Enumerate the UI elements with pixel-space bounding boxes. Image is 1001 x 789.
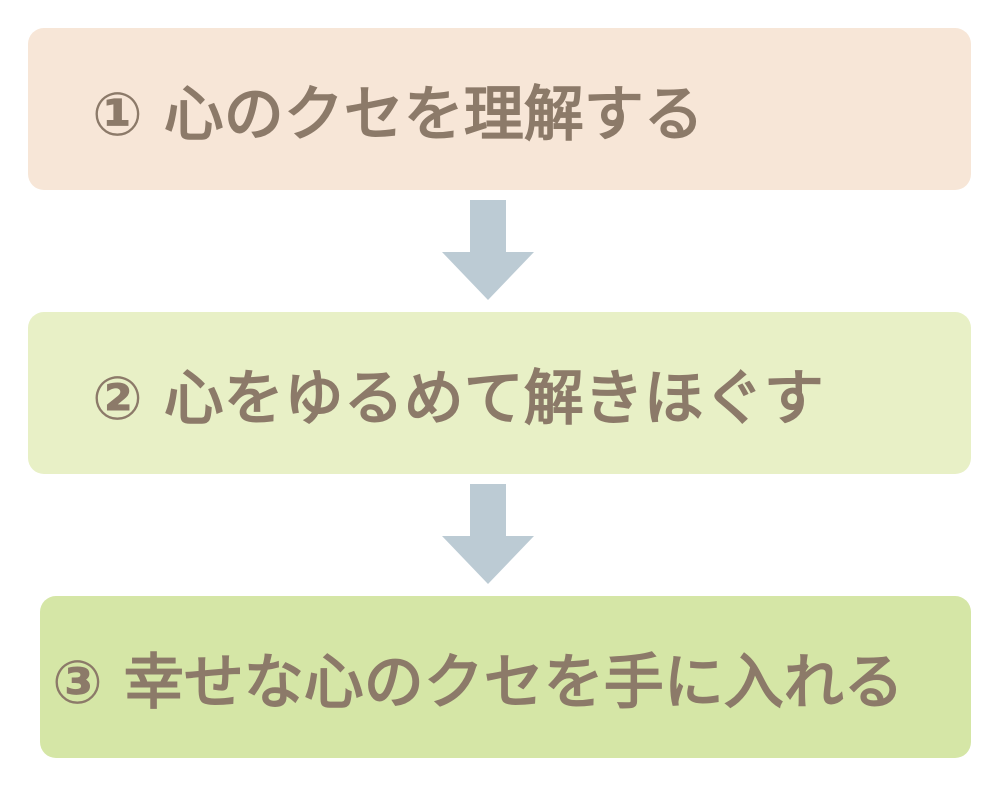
step-box-1: ① 心のクセを理解する [28,28,971,190]
step-box-2: ② 心をゆるめて解きほぐす [28,312,971,474]
step-label-3: ③ 幸せな心のクセを手に入れる [52,647,904,718]
step-label-2: ② 心をゆるめて解きほぐす [92,363,824,434]
step-box-3: ③ 幸せな心のクセを手に入れる [40,596,971,758]
step-label-1: ① 心のクセを理解する [92,79,704,150]
arrow-down-icon [442,200,534,300]
arrow-down-icon [442,484,534,584]
